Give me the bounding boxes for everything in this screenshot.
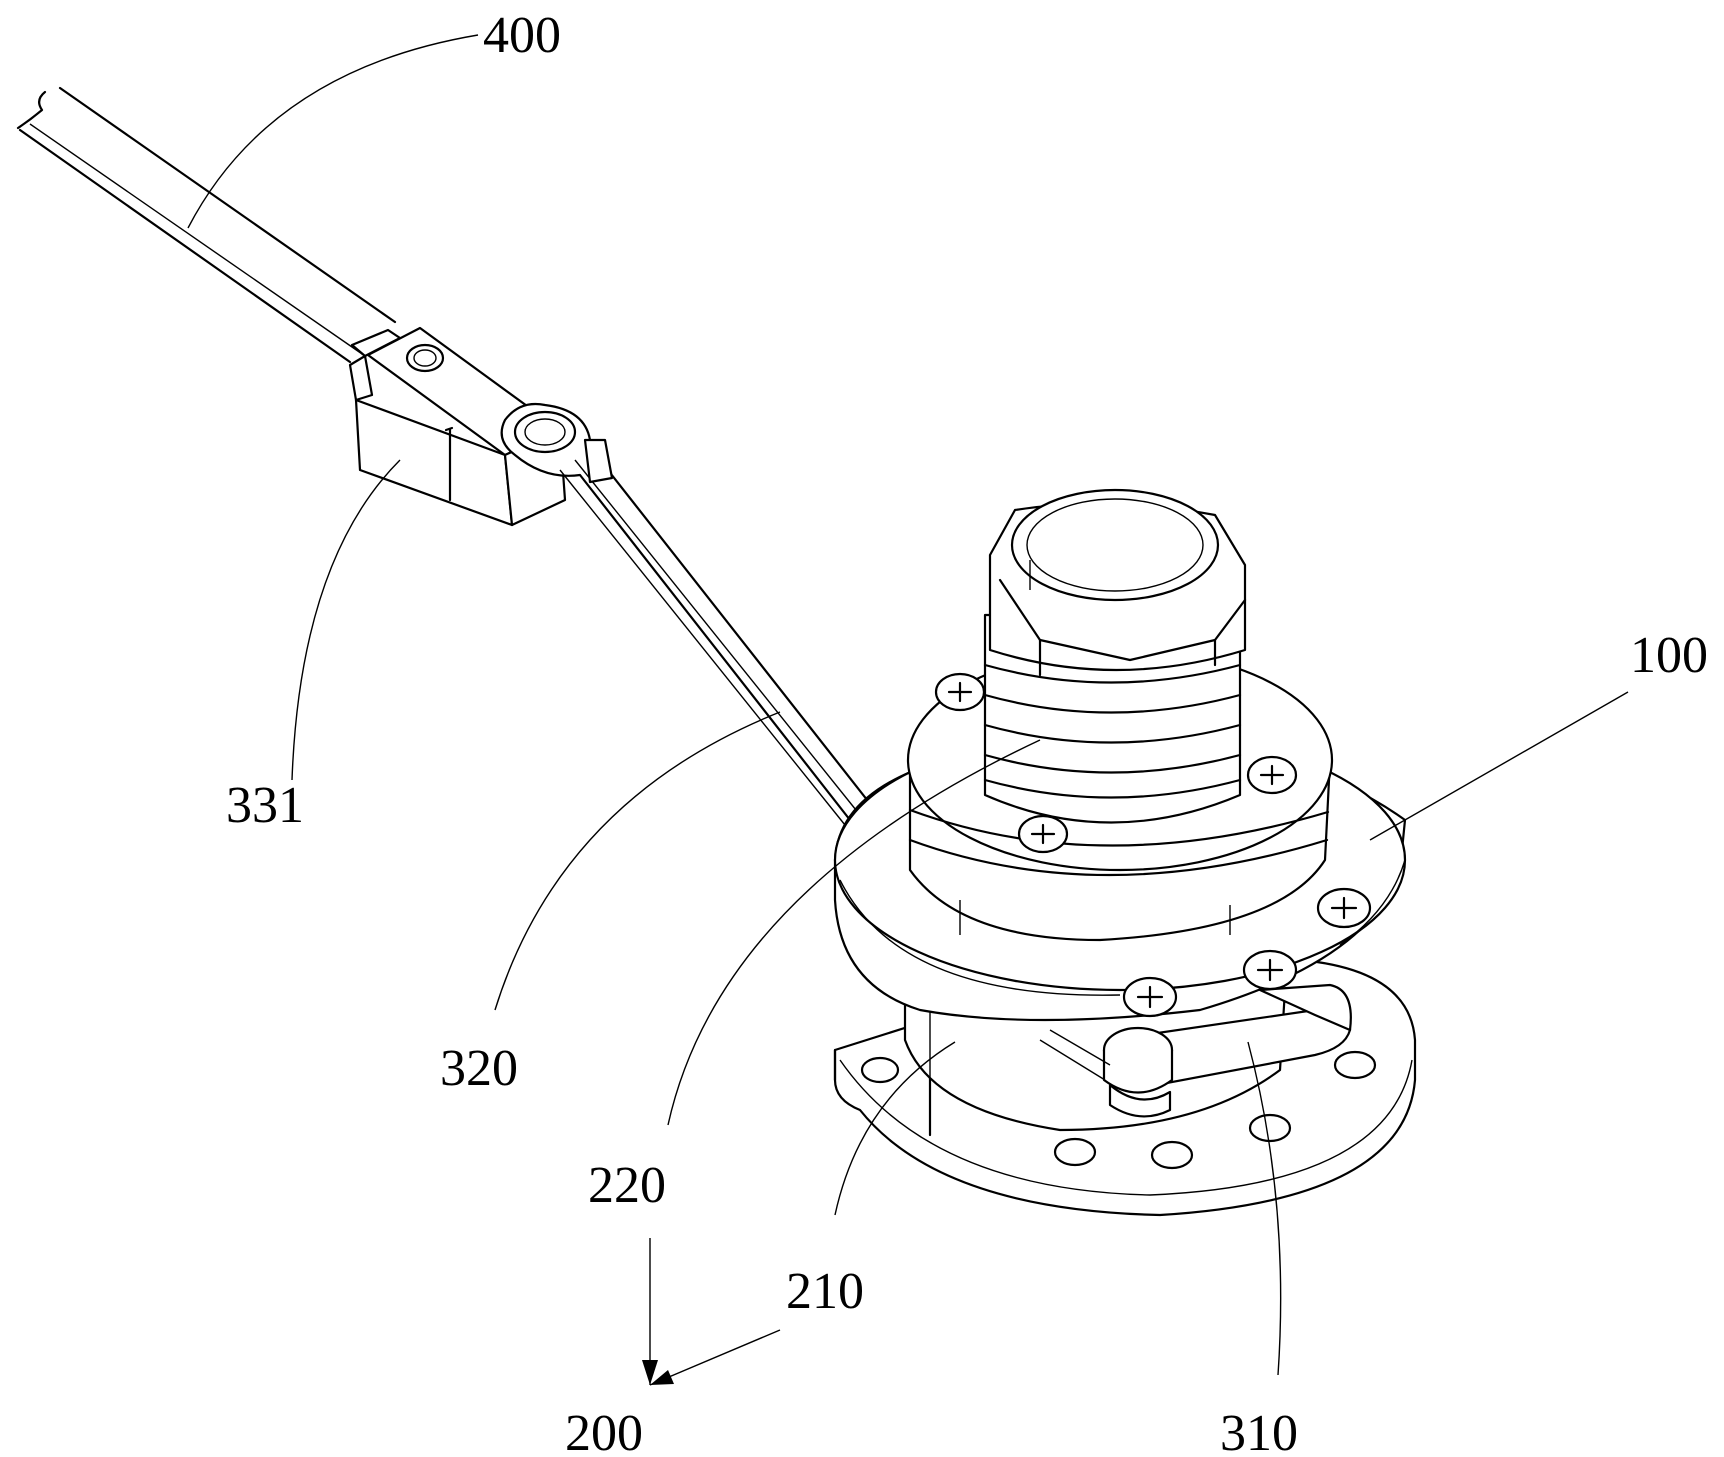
- label-320: 320: [440, 1040, 518, 1097]
- cable: [18, 88, 395, 362]
- label-310: 310: [1220, 1405, 1298, 1457]
- screw-icon: [1019, 816, 1067, 852]
- label-220: 220: [588, 1157, 666, 1214]
- screw-icon: [1318, 889, 1370, 927]
- leader-100: [1370, 692, 1628, 840]
- label-210: 210: [786, 1263, 864, 1320]
- lever-arm: [502, 404, 875, 825]
- screw-icon: [1248, 757, 1296, 793]
- label-400: 400: [483, 7, 561, 64]
- screw-icon: [1244, 951, 1296, 989]
- leader-lines: [188, 35, 1628, 1385]
- label-100: 100: [1630, 627, 1708, 684]
- screw-icon: [1124, 978, 1176, 1016]
- label-331: 331: [226, 777, 304, 834]
- leader-400: [188, 35, 478, 228]
- label-200: 200: [565, 1405, 643, 1457]
- hex-nut: [990, 490, 1245, 675]
- leader-320: [495, 712, 780, 1010]
- screw-icon: [936, 674, 984, 710]
- leader-331: [292, 460, 400, 780]
